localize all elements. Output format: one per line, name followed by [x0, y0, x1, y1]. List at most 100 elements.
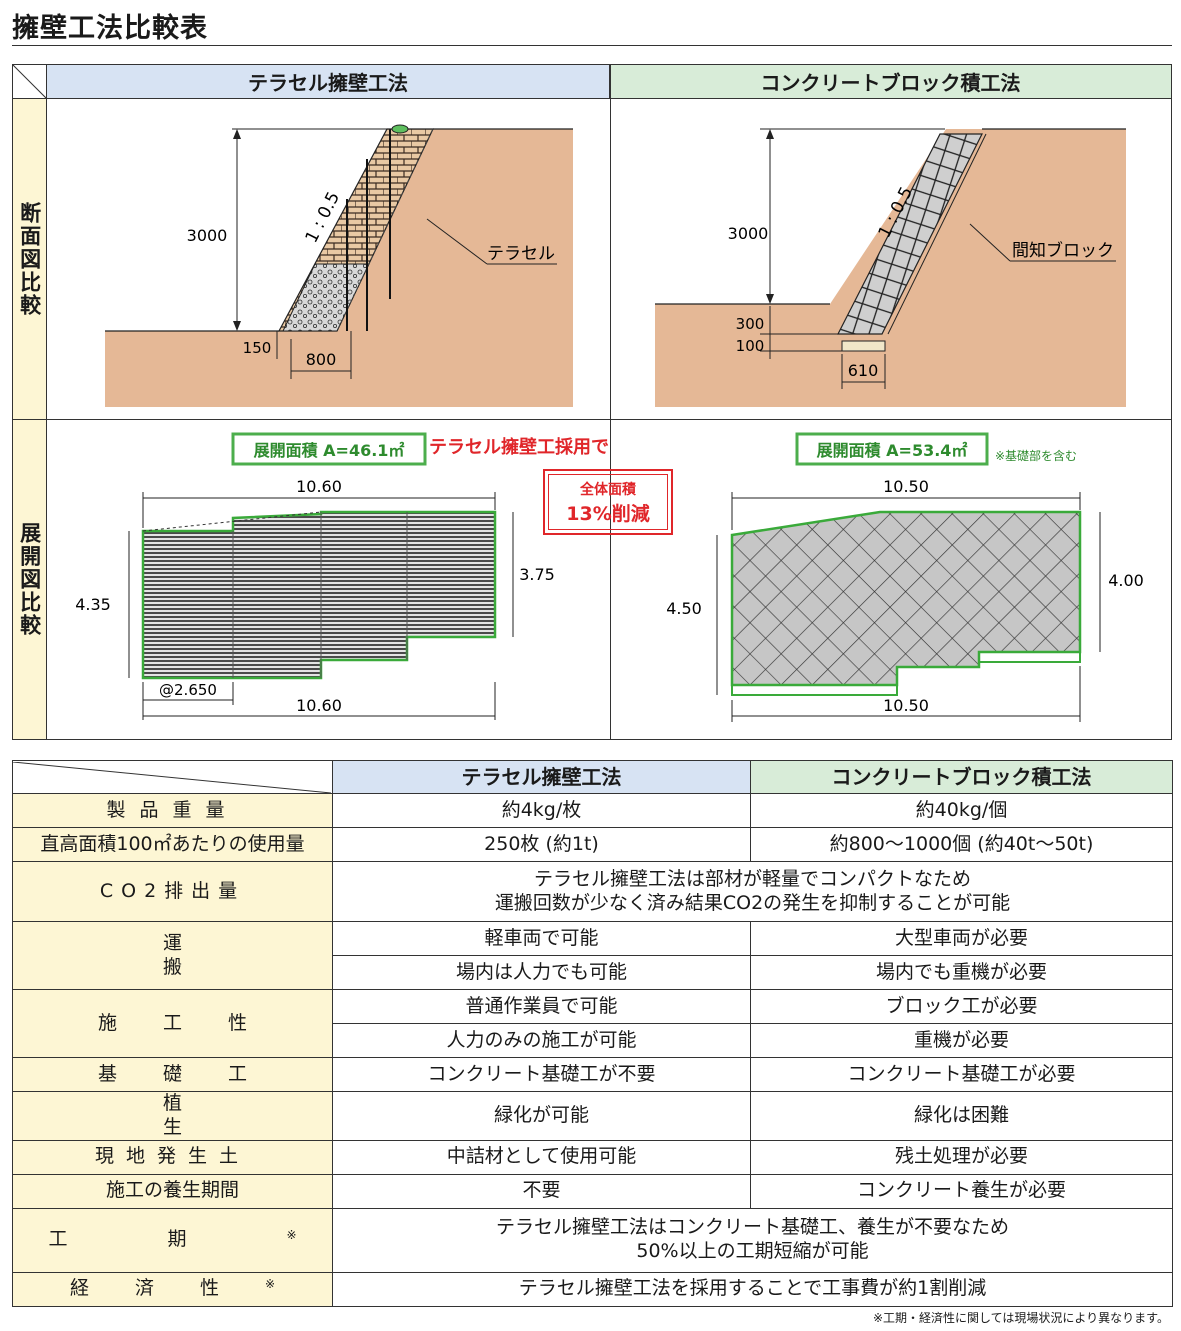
dim-height: 3000	[187, 226, 228, 245]
concrete-right-dim: 4.00	[1108, 571, 1144, 590]
row-label: 直高面積100㎡あたりの使用量	[12, 827, 333, 862]
title-rule	[12, 45, 1172, 46]
concrete-left-dim: 4.50	[666, 599, 702, 618]
cell-line: テラセル擁壁工法はコンクリート基礎工、養生が不要なため	[495, 1216, 1009, 1239]
cell-concrete: 重機が必要	[750, 1023, 1173, 1058]
row-label-cell: 工期※	[12, 1207, 333, 1273]
cell-terracell: 普通作業員で可能	[332, 989, 751, 1024]
side-label-section: 断面図比較	[13, 99, 47, 419]
table-header-row: テラセル擁壁工法 コンクリートブロック積工法	[12, 760, 1173, 794]
side-label-expand: 展開図比較	[13, 419, 47, 739]
dim-width: 800	[306, 350, 337, 369]
row-label: 植生	[12, 1091, 333, 1141]
table-row: 経済性※ テラセル擁壁工法を採用することで工事費が約1割削減	[12, 1271, 1173, 1307]
cell-concrete: 約40kg/個	[750, 793, 1173, 828]
row-label: 現地発生土	[12, 1139, 333, 1175]
terracell-right-dim: 3.75	[519, 565, 555, 584]
reduction-line2: 13%削減	[566, 502, 650, 525]
cell-terracell: 約4kg/枚	[332, 793, 751, 828]
dim-base: 150	[243, 339, 272, 357]
row-label: 基礎工	[12, 1057, 333, 1092]
foundation-note: ※基礎部を含む	[995, 448, 1077, 463]
reduction-line1: 全体面積	[580, 481, 636, 498]
cell-merged: テラセル擁壁工法はコンクリート基礎工、養生が不要なため 50%以上の工期短縮が可…	[332, 1207, 1173, 1273]
cell-merged: テラセル擁壁工法は部材が軽量でコンパクトなため 運搬回数が少なく済み結果CO2の…	[332, 861, 1173, 922]
conc-dim-100: 100	[736, 337, 765, 355]
terracell-pitch: @2.650	[159, 681, 217, 699]
asterisk-mark: ※	[286, 1228, 297, 1243]
conc-dim-300: 300	[736, 315, 765, 333]
row-divider	[13, 419, 1171, 420]
table-row: 施工の養生期間 不要 コンクリート養生が必要	[12, 1173, 1173, 1209]
cell-concrete: 残土処理が必要	[750, 1139, 1173, 1175]
block-label: 間知ブロック	[1012, 240, 1114, 261]
table-row: 場内は人力でも可能 場内でも重機が必要	[13, 955, 1173, 990]
cell-concrete: 約800〜1000個 (約40t〜50t)	[750, 827, 1173, 862]
col-divider	[610, 65, 611, 739]
cell-terracell: 中詰材として使用可能	[332, 1139, 751, 1175]
corner-diagonal	[13, 761, 331, 793]
header-corner-cell	[12, 760, 333, 794]
header-concrete: コンクリートブロック積工法	[610, 65, 1171, 99]
cell-merged: テラセル擁壁工法を採用することで工事費が約1割削減	[332, 1271, 1173, 1307]
header-terracell: テラセル擁壁工法	[47, 65, 610, 99]
cell-line: 50%以上の工期短縮が可能	[636, 1240, 869, 1262]
table-row: 製品重量 約4kg/枚 約40kg/個	[12, 793, 1173, 828]
cell-terracell: 人力のみの施工が可能	[332, 1023, 751, 1058]
cell-terracell: 不要	[332, 1173, 751, 1209]
row-label: 製品重量	[12, 793, 333, 828]
adopt-text: テラセル擁壁工採用で	[429, 436, 609, 458]
table-header-concrete: コンクリートブロック積工法	[750, 760, 1173, 794]
header-corner	[13, 64, 47, 99]
area-label-terracell: 展開面積 A=46.1㎡	[254, 441, 405, 460]
row-label-cell: 経済性※	[12, 1271, 333, 1307]
cell-concrete: コンクリート基礎工が必要	[750, 1057, 1173, 1092]
expand-terracell: 展開面積 A=46.1㎡ 10.60 4.35 3.75 @2.650 10.6…	[75, 432, 609, 720]
concrete-top-dim: 10.50	[883, 477, 929, 496]
table-row: 施工性 普通作業員で可能 ブロック工が必要	[12, 989, 1173, 1058]
table-row: 工期※ テラセル擁壁工法はコンクリート基礎工、養生が不要なため 50%以上の工期…	[12, 1207, 1173, 1273]
section-concrete: 3000 300 100 610 1 : 0.5 間知ブロック	[655, 128, 1126, 407]
conc-dim-width: 610	[848, 361, 879, 380]
row-label: 経済性	[69, 1277, 265, 1300]
corner-diagonal	[13, 64, 46, 99]
terracell-bottom-dim: 10.60	[296, 696, 342, 715]
row-label: 運搬	[12, 921, 333, 990]
terracell-label: テラセル	[487, 244, 555, 264]
table-row: 植生 緑化が可能 緑化は困難	[12, 1091, 1173, 1141]
expand-concrete: 展開面積 A=53.4㎡ ※基礎部を含む 10.50 4.50 4.00 10.…	[666, 432, 1144, 722]
page-title: 擁壁工法比較表	[12, 13, 208, 44]
cell-concrete: 場内でも重機が必要	[750, 955, 1173, 990]
area-label-concrete: 展開面積 A=53.4㎡	[817, 441, 968, 460]
cell-terracell: 場内は人力でも可能	[332, 955, 751, 990]
cell-terracell: 250枚 (約1t)	[332, 827, 751, 862]
cell-line: テラセル擁壁工法は部材が軽量でコンパクトなため	[533, 867, 971, 890]
terracell-top-dim: 10.60	[296, 477, 342, 496]
cell-concrete: 大型車両が必要	[750, 921, 1173, 956]
cell-terracell: 緑化が可能	[332, 1091, 751, 1141]
diagram-comparison: テラセル擁壁工法 コンクリートブロック積工法 断面図比較 展開図比較	[12, 64, 1172, 740]
table-row: 現地発生土 中詰材として使用可能 残土処理が必要	[12, 1139, 1173, 1175]
table-row: 直高面積100㎡あたりの使用量 250枚 (約1t) 約800〜1000個 (約…	[12, 827, 1173, 862]
cell-terracell: コンクリート基礎工が不要	[332, 1057, 751, 1092]
concrete-bottom-dim: 10.50	[883, 696, 929, 715]
cell-line: 運搬回数が少なく済み結果CO2の発生を抑制することが可能	[494, 891, 1011, 914]
reduction-badge: 全体面積 13%削減	[543, 469, 673, 535]
table-row: 基礎工 コンクリート基礎工が不要 コンクリート基礎工が必要	[12, 1057, 1173, 1092]
cell-concrete: コンクリート養生が必要	[750, 1173, 1173, 1209]
cell-concrete: ブロック工が必要	[750, 989, 1173, 1024]
terracell-left-dim: 4.35	[75, 595, 111, 614]
footnote: ※工期・経済性に関しては現場状況により異なります。	[872, 1311, 1169, 1325]
conc-dim-height: 3000	[728, 224, 769, 243]
table-row: CO2排出量 テラセル擁壁工法は部材が軽量でコンパクトなため 運搬回数が少なく済…	[12, 861, 1173, 922]
cell-terracell: 軽車両で可能	[332, 921, 751, 956]
asterisk-mark: ※	[264, 1277, 276, 1292]
cell-concrete: 緑化は困難	[750, 1091, 1173, 1141]
row-label: CO2排出量	[12, 861, 333, 922]
comparison-table: テラセル擁壁工法 コンクリートブロック積工法 製品重量 約4kg/枚 約40kg…	[12, 760, 1173, 1307]
table-row: 人力のみの施工が可能 重機が必要	[13, 1023, 1173, 1058]
table-header-terracell: テラセル擁壁工法	[332, 760, 751, 794]
row-label: 工期	[48, 1228, 287, 1251]
section-terracell: 3000 150 800 1 : 0.5 テラセル	[105, 124, 573, 407]
row-label: 施工の養生期間	[12, 1173, 333, 1209]
